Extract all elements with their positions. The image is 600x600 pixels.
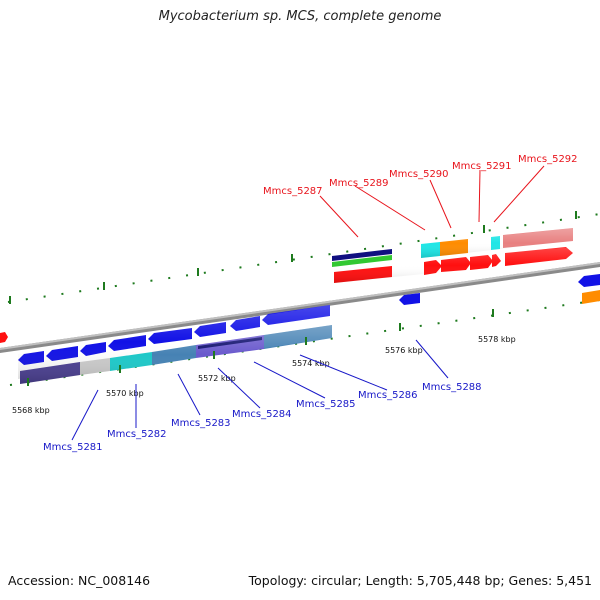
gene-label-mmcs-5290: Mmcs_5290: [389, 169, 449, 180]
kbp-ticks: [9, 211, 577, 386]
tick-label: 5578 kbp: [478, 335, 516, 344]
gene-label-mmcs-5285: Mmcs_5285: [296, 399, 356, 410]
forward-cog-track: [332, 228, 573, 267]
gene-label-mmcs-5287: Mmcs_5287: [263, 186, 323, 197]
gene-label-mmcs-5284: Mmcs_5284: [232, 409, 292, 420]
label-leader-lines: [71, 165, 545, 441]
tick-label: 5572 kbp: [198, 374, 236, 383]
gene-arrow: [578, 274, 600, 287]
genome-summary-text: Topology: circular; Length: 5,705,448 bp…: [248, 573, 592, 588]
gene-label-mmcs-5286: Mmcs_5286: [358, 390, 418, 401]
gene-label-mmcs-5291: Mmcs_5291: [452, 161, 512, 172]
gene-label-mmcs-5292: Mmcs_5292: [518, 154, 578, 165]
kbp-tick-labels: 5568 kbp 5570 kbp 5572 kbp 5574 kbp 5576…: [12, 335, 516, 415]
gene-label-mmcs-5289: Mmcs_5289: [329, 178, 389, 189]
gene-label-mmcs-5281: Mmcs_5281: [43, 442, 103, 453]
accession-text: Accession: NC_008146: [8, 573, 151, 588]
gene-label-mmcs-5283: Mmcs_5283: [171, 418, 231, 429]
genome-backbone: [0, 262, 600, 353]
tick-label: 5576 kbp: [385, 346, 423, 355]
gene-label-mmcs-5288: Mmcs_5288: [422, 382, 482, 393]
gene-arrow: [399, 293, 420, 305]
reverse-gene-labels: Mmcs_5281 Mmcs_5282 Mmcs_5283 Mmcs_5284 …: [43, 382, 482, 453]
gene-arrow: [0, 332, 8, 343]
tick-label: 5568 kbp: [12, 406, 50, 415]
forward-gene-labels: Mmcs_5287 Mmcs_5289 Mmcs_5290 Mmcs_5291 …: [263, 154, 578, 197]
forward-strand-genes: [0, 247, 573, 343]
gene-label-mmcs-5282: Mmcs_5282: [107, 429, 167, 440]
map-title: Mycobacterium sp. MCS, complete genome: [158, 9, 442, 24]
tick-label: 5570 kbp: [106, 389, 144, 398]
tick-label: 5574 kbp: [292, 359, 330, 368]
